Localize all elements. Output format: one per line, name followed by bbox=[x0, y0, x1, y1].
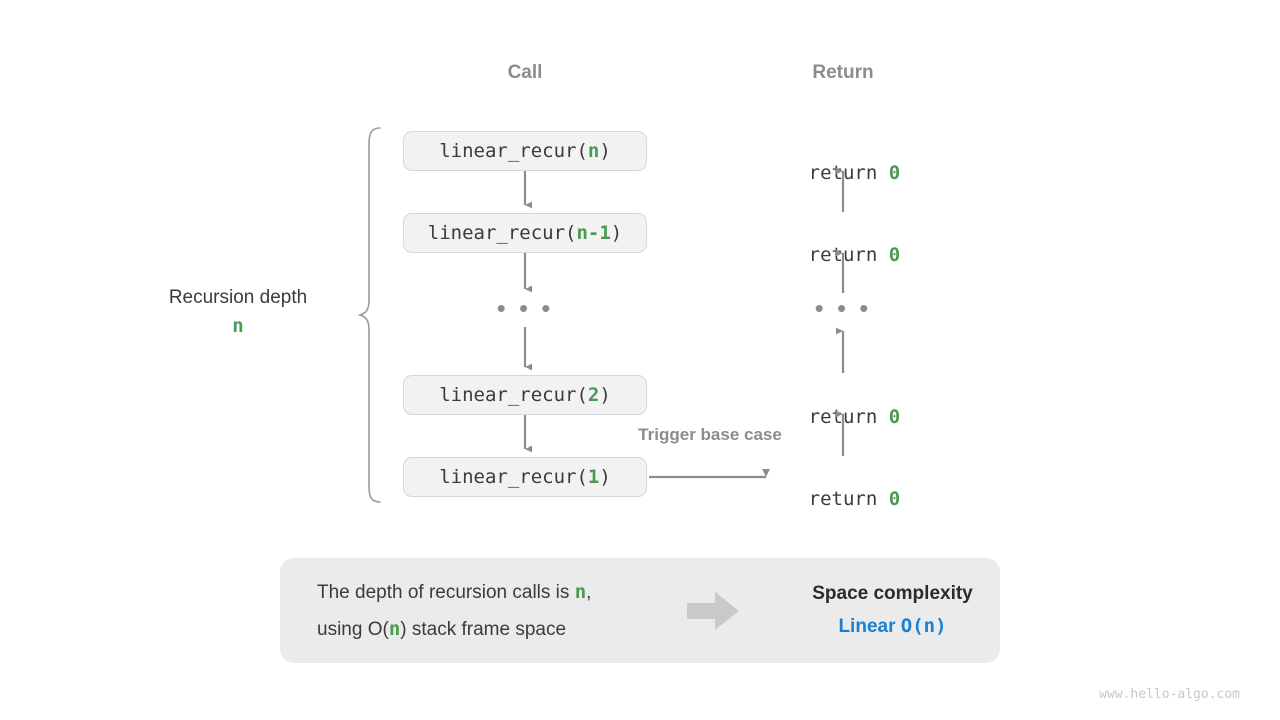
curly-brace-icon bbox=[357, 127, 381, 503]
complexity-result: Space complexity Linear O(n) bbox=[785, 578, 1000, 643]
call-box-text-suffix: ) bbox=[610, 222, 623, 244]
return-label-third: return 0 bbox=[786, 384, 901, 428]
call-box-arg: n-1 bbox=[576, 222, 611, 244]
return-label-base: return 0 bbox=[786, 466, 901, 510]
return-keyword: return bbox=[808, 244, 889, 266]
complexity-result-notation: O(n) bbox=[900, 615, 947, 637]
ellipsis-call-column: • • • bbox=[496, 293, 554, 323]
call-box-arg: 1 bbox=[587, 466, 600, 488]
complexity-result-value: Linear O(n) bbox=[785, 610, 1000, 643]
call-box-text-prefix: linear_recur( bbox=[439, 384, 588, 406]
column-header-return: Return bbox=[812, 62, 874, 83]
return-value: 0 bbox=[888, 244, 901, 266]
complexity-summary-panel: The depth of recursion calls is n, using… bbox=[280, 558, 1000, 663]
explanation-line1-highlight: n bbox=[574, 580, 587, 603]
call-box-text-suffix: ) bbox=[599, 140, 611, 162]
call-box-linear-recur-n-minus-1[interactable]: linear_recur(n-1) bbox=[403, 213, 647, 253]
complexity-explanation-text: The depth of recursion calls is n, using… bbox=[317, 574, 675, 648]
call-box-linear-recur-n[interactable]: linear_recur(n) bbox=[403, 131, 647, 171]
complexity-result-word: Linear bbox=[838, 616, 896, 637]
complexity-result-title: Space complexity bbox=[812, 583, 973, 604]
return-keyword: return bbox=[808, 406, 889, 428]
call-box-text-prefix: linear_recur( bbox=[439, 140, 588, 162]
call-box-linear-recur-2[interactable]: linear_recur(2) bbox=[403, 375, 647, 415]
column-header-call: Call bbox=[507, 62, 543, 83]
complexity-explanation-line-2: using O(n) stack frame space bbox=[317, 611, 675, 648]
return-keyword: return bbox=[808, 162, 889, 184]
call-box-arg: 2 bbox=[587, 384, 600, 406]
recursion-depth-title: Recursion depth bbox=[168, 287, 308, 308]
return-label-top: return 0 bbox=[786, 140, 901, 184]
complexity-explanation-line-1: The depth of recursion calls is n, bbox=[317, 574, 675, 611]
recursion-depth-label: Recursion depth n bbox=[169, 285, 307, 341]
call-box-arg: n bbox=[587, 140, 600, 162]
return-value: 0 bbox=[888, 488, 901, 510]
call-box-text-suffix: ) bbox=[599, 466, 611, 488]
explanation-line2-part-b: ) stack frame space bbox=[400, 618, 567, 640]
explanation-line2-part-a: using O( bbox=[317, 618, 389, 640]
call-box-text-prefix: linear_recur( bbox=[439, 466, 588, 488]
recursion-depth-value: n bbox=[232, 315, 244, 337]
trigger-base-case-label: Trigger base case bbox=[638, 425, 782, 444]
return-value: 0 bbox=[888, 406, 901, 428]
site-watermark: www.hello-algo.com bbox=[1099, 687, 1240, 702]
call-box-text-suffix: ) bbox=[599, 384, 611, 406]
return-value: 0 bbox=[888, 162, 901, 184]
explanation-line2-highlight: n bbox=[388, 617, 401, 640]
explanation-line1-part-b: , bbox=[586, 581, 592, 603]
ellipsis-return-column: • • • bbox=[814, 293, 872, 323]
call-box-linear-recur-1[interactable]: linear_recur(1) bbox=[403, 457, 647, 497]
block-arrow-right-icon bbox=[687, 591, 739, 630]
return-label-second: return 0 bbox=[786, 222, 901, 266]
explanation-line1-part-a: The depth of recursion calls is bbox=[317, 581, 575, 603]
return-keyword: return bbox=[808, 488, 889, 510]
call-box-text-prefix: linear_recur( bbox=[427, 222, 577, 244]
